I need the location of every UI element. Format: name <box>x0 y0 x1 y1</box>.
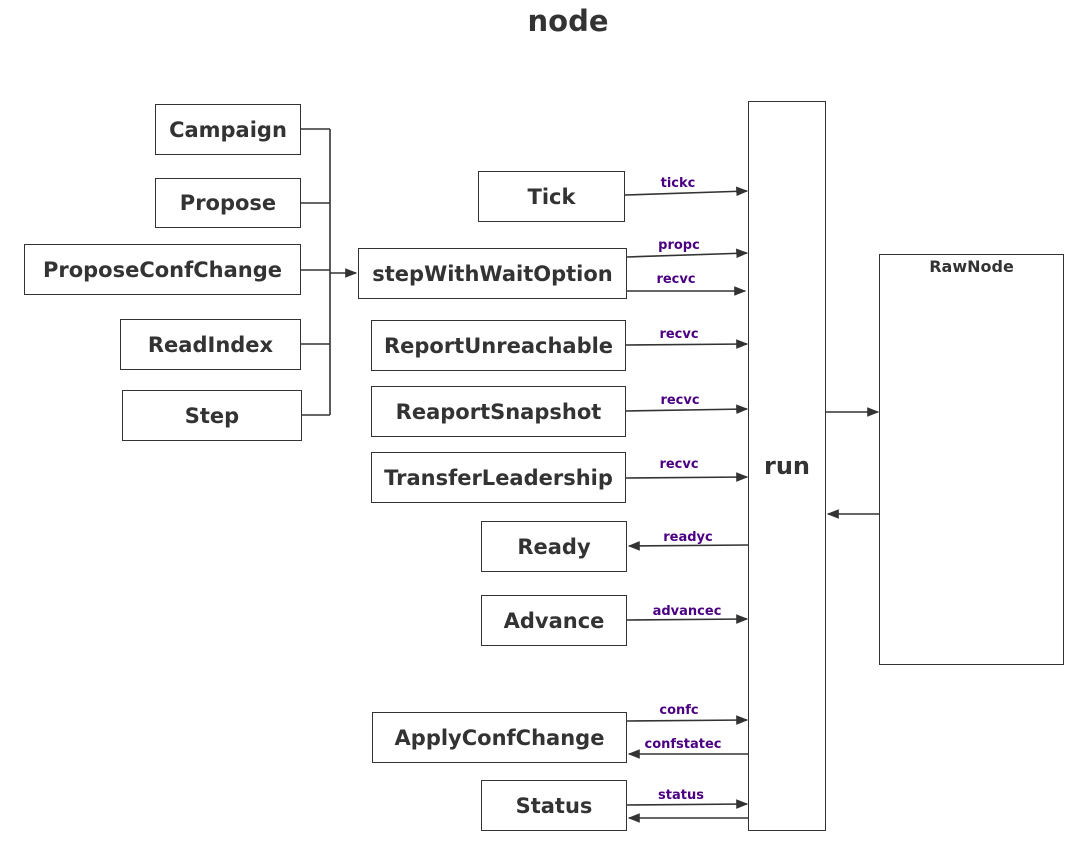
arrow-advancec <box>626 614 749 624</box>
channel-label-recvc-transfer: recvc <box>659 457 699 472</box>
box-label: RawNode <box>929 257 1014 276</box>
arrow-recvc-unreachable <box>625 339 749 349</box>
channel-label-recvc-unreachable: recvc <box>659 327 699 342</box>
channel-label-propc: propc <box>658 238 700 253</box>
page-title: node <box>527 4 609 38</box>
arrow-recvc-transfer <box>625 472 749 482</box>
channel-label-confc: confc <box>659 703 699 718</box>
box-run[interactable]: run <box>748 101 826 831</box>
arrow-confc <box>626 715 749 725</box>
arrow-propc <box>626 248 749 259</box>
box-label: run <box>763 452 810 480</box>
arrow-tick <box>624 186 749 197</box>
arrow-recvc-snapshot <box>625 404 749 414</box>
channel-label-status: status <box>658 788 704 803</box>
channel-label-readyc: readyc <box>663 530 713 545</box>
channel-label-tickc: tickc <box>660 176 696 191</box>
arrow-status-request <box>626 799 749 809</box>
channel-label-confstatec: confstatec <box>644 737 722 752</box>
channel-label-recvc-entry: recvc <box>656 272 696 287</box>
arrow-readyc <box>627 541 749 551</box>
channel-label-recvc-snapshot: recvc <box>660 393 700 408</box>
channel-label-advancec: advancec <box>652 604 722 619</box>
box-raw-node[interactable]: RawNode <box>879 254 1064 665</box>
